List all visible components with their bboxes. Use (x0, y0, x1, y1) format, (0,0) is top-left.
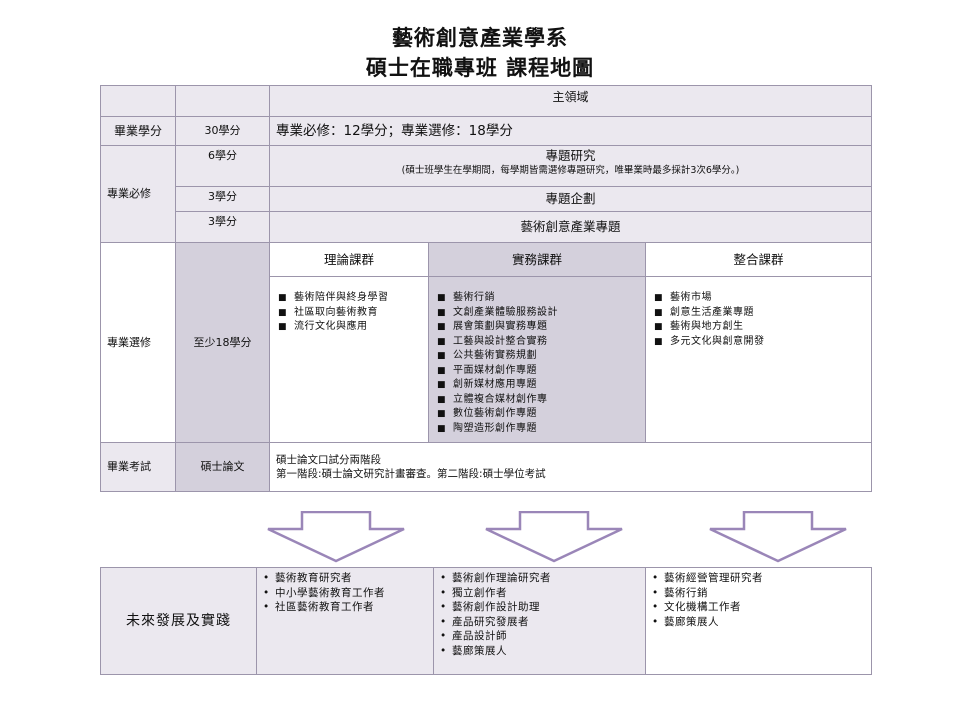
list-item: 產品設計師 (434, 629, 645, 644)
list-item: 藝術行銷 (646, 586, 871, 601)
list-item: 藝廊策展人 (434, 644, 645, 659)
future-column-2: 藝術創作理論研究者 獨立創作者 藝術創作設計助理 產品研究發展者 產品設計師 藝… (433, 567, 646, 675)
list-item: 社區藝術教育工作者 (257, 600, 433, 615)
list-item: 流行文化與應用 (276, 320, 428, 335)
list-item: 平面媒材創作專題 (435, 364, 645, 379)
graduation-credits-value: 30學分 (175, 116, 270, 146)
list-item: 多元文化與創意開發 (652, 335, 871, 350)
exam-label: 畢業考試 (100, 442, 176, 492)
page-title: 藝術創意產業學系 (392, 26, 568, 50)
required-label: 專業必修 (100, 145, 176, 243)
graduation-credits-desc: 專業必修：12學分；專業選修：18學分 (269, 116, 872, 146)
list-item: 創新媒材應用專題 (435, 378, 645, 393)
exam-desc-line-2: 第一階段:碩士論文研究計畫審查。第二階段:碩士學位考試 (276, 468, 546, 480)
list-item: 陶塑造形創作專題 (435, 422, 645, 437)
list-item: 藝術創作理論研究者 (434, 571, 645, 586)
page-subtitle: 碩士在職專班 課程地圖 (365, 56, 595, 80)
list-item: 文創產業體驗服務設計 (435, 306, 645, 321)
required-row-1-course-cell: 專題研究 (碩士班學生在學期間，每學期皆需選修專題研究，唯畢業時最多採計3次6學… (269, 145, 872, 187)
list-item: 藝術創作設計助理 (434, 600, 645, 615)
down-arrow-icon (267, 511, 405, 563)
group-theory-courses: 藝術陪伴與終身學習 社區取向藝術教育 流行文化與應用 (269, 276, 429, 443)
list-item: 藝術與地方創生 (652, 320, 871, 335)
list-item: 工藝與設計整合實務 (435, 335, 645, 350)
list-item: 藝術陪伴與終身學習 (276, 291, 428, 306)
list-item: 藝廊策展人 (646, 615, 871, 630)
list-item: 展會策劃與實務專題 (435, 320, 645, 335)
future-label: 未來發展及實踐 (100, 567, 257, 675)
elective-credits: 至少18學分 (175, 242, 270, 443)
down-arrow-icon (485, 511, 623, 563)
required-row-2-credits: 3學分 (175, 186, 270, 212)
list-item: 社區取向藝術教育 (276, 306, 428, 321)
exam-item: 碩士論文 (175, 442, 270, 492)
exam-desc-cell: 碩士論文口試分兩階段 第一階段:碩士論文研究計畫審查。第二階段:碩士學位考試 (269, 442, 872, 492)
header-blank-cell-1 (100, 85, 176, 117)
list-item: 中小學藝術教育工作者 (257, 586, 433, 601)
list-item: 數位藝術創作專題 (435, 407, 645, 422)
list-item: 藝術行銷 (435, 291, 645, 306)
elective-label: 專業選修 (100, 242, 176, 443)
header-blank-cell-2 (175, 85, 270, 117)
list-item: 藝術經營管理研究者 (646, 571, 871, 586)
group-integration-courses: 藝術市場 創意生活產業專題 藝術與地方創生 多元文化與創意開發 (645, 276, 872, 443)
course-planning: 專題企劃 (269, 186, 872, 212)
future-column-3: 藝術經營管理研究者 藝術行銷 文化機構工作者 藝廊策展人 (645, 567, 872, 675)
group-theory-header: 理論課群 (269, 242, 429, 277)
main-domain-header: 主領域 (269, 85, 872, 117)
required-row-1-credits: 6學分 (175, 145, 270, 187)
down-arrow-icon (709, 511, 847, 563)
list-item: 產品研究發展者 (434, 615, 645, 630)
list-item: 公共藝術實務規劃 (435, 349, 645, 364)
list-item: 藝術市場 (652, 291, 871, 306)
list-item: 立體複合媒材創作專 (435, 393, 645, 408)
course-creative-industry: 藝術創意產業專題 (269, 211, 872, 243)
group-practice-header: 實務課群 (428, 242, 646, 277)
exam-desc-line-1: 碩士論文口試分兩階段 (276, 454, 381, 466)
future-column-1: 藝術教育研究者 中小學藝術教育工作者 社區藝術教育工作者 (256, 567, 434, 675)
list-item: 文化機構工作者 (646, 600, 871, 615)
list-item: 藝術教育研究者 (257, 571, 433, 586)
required-row-3-credits: 3學分 (175, 211, 270, 243)
group-practice-courses: 藝術行銷 文創產業體驗服務設計 展會策劃與實務專題 工藝與設計整合實務 公共藝術… (428, 276, 646, 443)
graduation-credits-label: 畢業學分 (100, 116, 176, 146)
list-item: 創意生活產業專題 (652, 306, 871, 321)
course-seminar: 專題研究 (545, 148, 596, 163)
group-integration-header: 整合課群 (645, 242, 872, 277)
course-seminar-note: (碩士班學生在學期間，每學期皆需選修專題研究，唯畢業時最多採計3次6學分。) (401, 165, 740, 176)
list-item: 獨立創作者 (434, 586, 645, 601)
